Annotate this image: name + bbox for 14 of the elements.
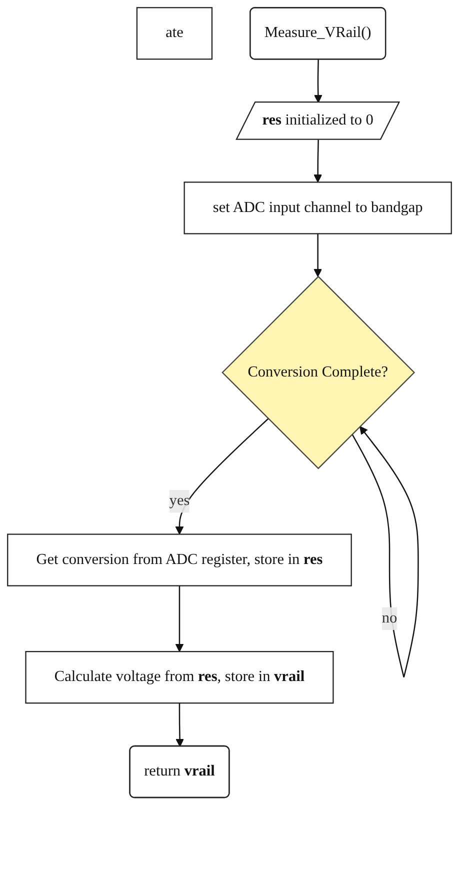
- node-diamond: Conversion Complete?: [222, 276, 416, 470]
- arrow: [175, 586, 184, 652]
- arrow: [314, 234, 322, 277]
- edge-label: yes: [169, 492, 190, 509]
- node-box: Calculate voltage from res, store in vrail: [25, 651, 334, 704]
- node-box: set ADC input channel to bandgap: [184, 182, 452, 234]
- arrow: [175, 418, 269, 535]
- arrow: [314, 140, 322, 183]
- arrow: [314, 60, 322, 103]
- node-box: ate: [136, 7, 213, 60]
- arrow: [176, 703, 184, 747]
- edge-label: no: [382, 610, 398, 626]
- arrow: [352, 426, 419, 678]
- node-box: Get conversion from ADC register, store in res: [7, 534, 352, 586]
